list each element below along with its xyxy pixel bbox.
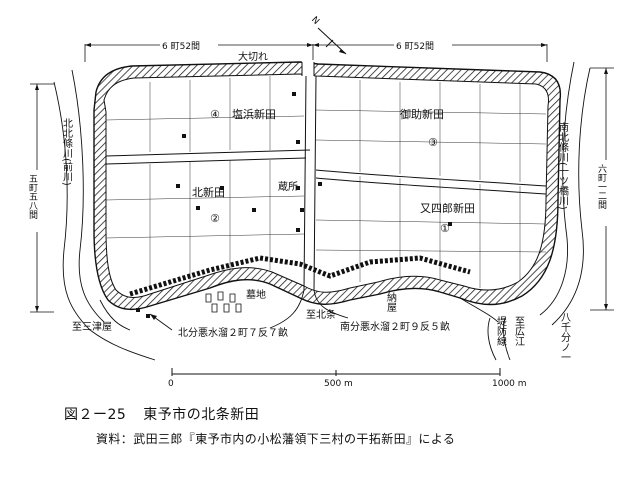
bochi-label: 墓地	[246, 288, 266, 301]
field-4-number: ④	[210, 108, 220, 121]
scale-bar	[171, 368, 501, 376]
figure-title: 東予市の北条新田	[143, 407, 260, 423]
field-1-number: ①	[440, 222, 450, 235]
dimension-left-label: 五町五八間	[27, 174, 38, 220]
dimension-top-left: 6 町52間	[162, 41, 200, 52]
field-1-name: 又四郎新田	[420, 201, 475, 215]
nouya-label: 納屋	[385, 291, 397, 312]
field-grid	[105, 76, 547, 290]
embankment	[93, 60, 562, 311]
village-houses	[129, 92, 471, 318]
cemetery-symbols	[205, 291, 242, 313]
dimension-left	[30, 83, 54, 313]
south-reservoir-label: 南分悪水溜２町９反５畝	[340, 320, 450, 333]
to-hojo-label: 至北条	[306, 308, 336, 321]
north-reservoir-label: 北分悪水溜２町７反７畝	[178, 326, 288, 339]
reclaimed-land-map: N 6 町52間 6 町52間 五町五八間 六町一二間	[27, 15, 614, 389]
svg-text:N: N	[309, 15, 321, 27]
river-right-label: 南北條川(一ツ橋川)	[557, 121, 569, 210]
to-mitsuya-label: 至三津屋	[72, 321, 112, 333]
kurasho-label: 蔵所	[278, 180, 298, 193]
internal-roads	[105, 75, 547, 291]
figure-number: 図２ー25	[64, 407, 127, 423]
field-4-name: 塩浜新田	[232, 107, 276, 121]
outer-rivers	[53, 61, 591, 361]
dimension-right-label: 六町一二間	[596, 163, 607, 210]
field-2-name: 北新田	[192, 185, 225, 199]
field-3-number: ③	[428, 136, 438, 149]
breach-label: 大切れ	[238, 50, 268, 63]
field-2-number: ②	[210, 212, 220, 225]
figure-source: 資料：武田三郎『東予市内の小松藩領下三村の干拓新田』による	[96, 432, 456, 446]
north-arrow-icon: N	[309, 15, 347, 55]
river-left-label: 北北條川(前川)	[61, 118, 73, 186]
scale-mid: 500 m	[324, 379, 353, 389]
hachisenbu-label: 八千分ノ一	[559, 312, 571, 362]
outer-roads	[99, 289, 499, 331]
to-hiroe-label: 至広江	[513, 316, 525, 346]
scale-zero: 0	[168, 379, 174, 389]
reservoir-arrows	[149, 313, 173, 331]
field-3-name: 御助新田	[400, 107, 444, 121]
dimension-top-right: 6 町52間	[396, 41, 434, 52]
scale-end: 1000 m	[492, 379, 527, 389]
dimension-top	[84, 38, 548, 62]
figure-caption: 図２ー25 東予市の北条新田	[64, 404, 259, 424]
dimension-right	[590, 67, 614, 311]
teibou-label: 堤防線	[495, 316, 507, 346]
